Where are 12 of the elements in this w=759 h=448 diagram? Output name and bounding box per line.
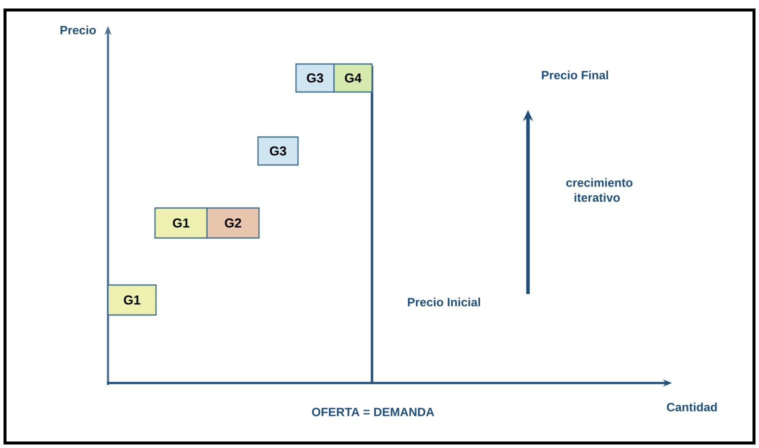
growth-label: crecimiento iterativo xyxy=(566,178,632,202)
group-box: G3 xyxy=(257,136,299,166)
group-box: G3 xyxy=(295,63,335,93)
equilibrium-label: OFERTA = DEMANDA xyxy=(312,408,434,416)
price-label: Precio Inicial xyxy=(408,298,480,306)
price-label: Precio Final xyxy=(542,70,608,80)
group-box: G2 xyxy=(206,207,260,239)
quantity-axis-label: Cantidad xyxy=(666,402,717,412)
precio-axis-label: Precio xyxy=(60,26,96,34)
group-box: G1 xyxy=(107,284,157,316)
group-box: G1 xyxy=(154,207,208,239)
group-box: G4 xyxy=(333,63,373,93)
